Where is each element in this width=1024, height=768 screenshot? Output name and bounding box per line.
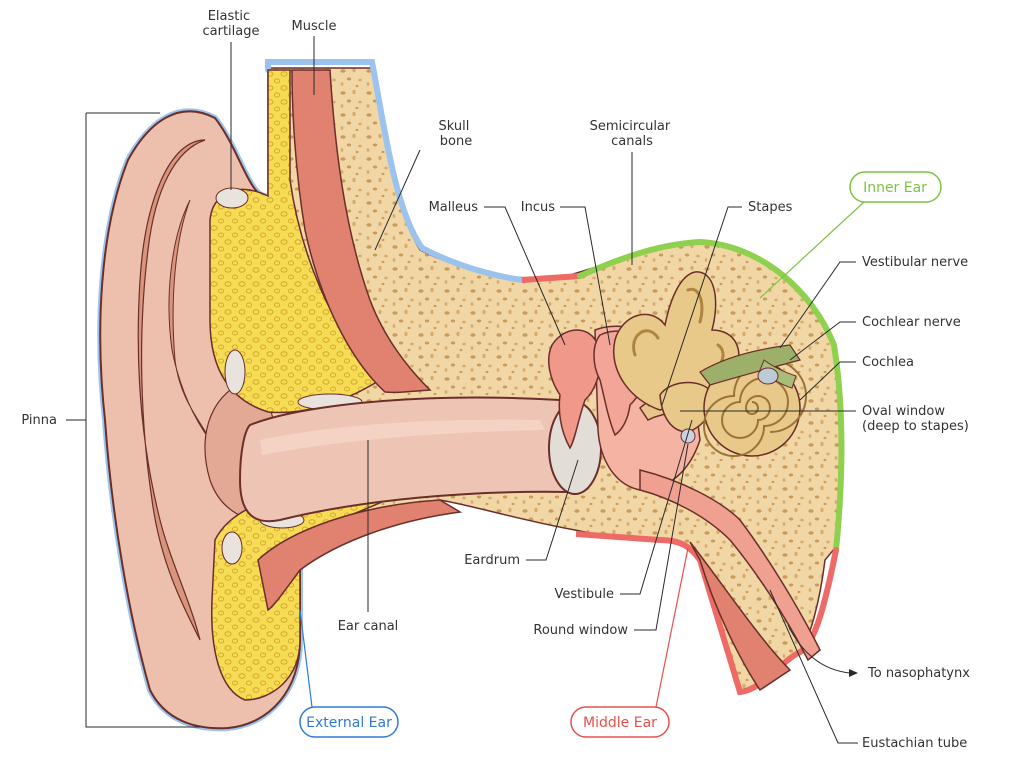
label-elastic-cartilage: Elastic cartilage (203, 9, 260, 39)
leader-cochlea (799, 361, 856, 401)
cartilage-capsule-2 (224, 349, 246, 395)
inner-ear-edge (577, 238, 845, 553)
label-pinna: Pinna (21, 413, 57, 428)
external-ear-edge (265, 59, 525, 283)
leader-skull-bone (374, 149, 421, 251)
inner-ear-structures (612, 271, 807, 457)
region-inner-ear: Inner Ear (849, 171, 942, 203)
label-eustachian-tube: Eustachian tube (862, 736, 967, 751)
leader-stapes (661, 206, 742, 406)
external-ear-label: External Ear (306, 715, 392, 731)
label-semicircular-canals: Semicircular canals (590, 119, 675, 149)
tensor-veli-muscle (689, 541, 792, 692)
eustachian-tube (639, 469, 821, 662)
nerve-ganglion (757, 367, 779, 385)
ear-canal-shade (260, 419, 545, 455)
leader-lines (66, 36, 865, 744)
leader-middle-ear (655, 547, 689, 708)
cartilage-capsule-5 (221, 531, 243, 565)
helix-fold (137, 139, 206, 641)
label-round-window: Round window (533, 623, 628, 638)
label-malleus: Malleus (429, 200, 479, 215)
middle-ear-edge-top (521, 273, 581, 283)
label-eardrum: Eardrum (464, 553, 520, 568)
label-cochlear-nerve: Cochlear nerve (862, 315, 961, 330)
leader-eardrum (526, 459, 579, 561)
region-external-ear: External Ear (299, 706, 399, 738)
middle-ear-label: Middle Ear (583, 715, 657, 731)
region-middle-ear: Middle Ear (570, 706, 670, 738)
inner-ear-label: Inner Ear (863, 180, 927, 196)
round-window (680, 428, 696, 444)
label-vestibule: Vestibule (555, 587, 614, 602)
label-vestibular-nerve: Vestibular nerve (862, 255, 968, 270)
leader-vestibule (620, 419, 693, 595)
leader-pinna (66, 112, 200, 728)
leader-external-ear (299, 609, 313, 708)
label-stapes: Stapes (748, 200, 793, 215)
label-skull-bone: Skull bone (439, 119, 474, 149)
leader-vestibular-nerve (779, 261, 856, 349)
label-ear-canal: Ear canal (338, 619, 399, 634)
leader-to-nasopharynx (787, 624, 851, 674)
label-cochlea: Cochlea (862, 355, 914, 370)
leader-inner-ear (759, 201, 865, 299)
lower-canal-muscle (257, 499, 463, 612)
leader-cochlear-nerve (789, 321, 856, 361)
label-incus: Incus (521, 200, 555, 215)
leader-round-window (634, 443, 689, 631)
cartilage-capsule-1 (215, 187, 249, 209)
label-to-nasopharynx: To nasophatynx (867, 666, 970, 681)
malleus-bone (548, 329, 602, 450)
vestibulocochlear-nerve (699, 344, 801, 386)
labels: Elastic cartilage Muscle Skull bone Semi… (21, 9, 970, 751)
label-oval-window: Oval window (deep to stapes) (862, 404, 969, 434)
auricular-muscle (291, 69, 432, 394)
middle-ear-edge-floor (575, 531, 661, 543)
label-muscle: Muscle (292, 19, 337, 34)
arrow-head-to-nasopharynx (849, 669, 858, 677)
leader-incus (560, 206, 611, 346)
leader-malleus (484, 206, 566, 346)
leader-eustachian-tube (769, 589, 858, 744)
